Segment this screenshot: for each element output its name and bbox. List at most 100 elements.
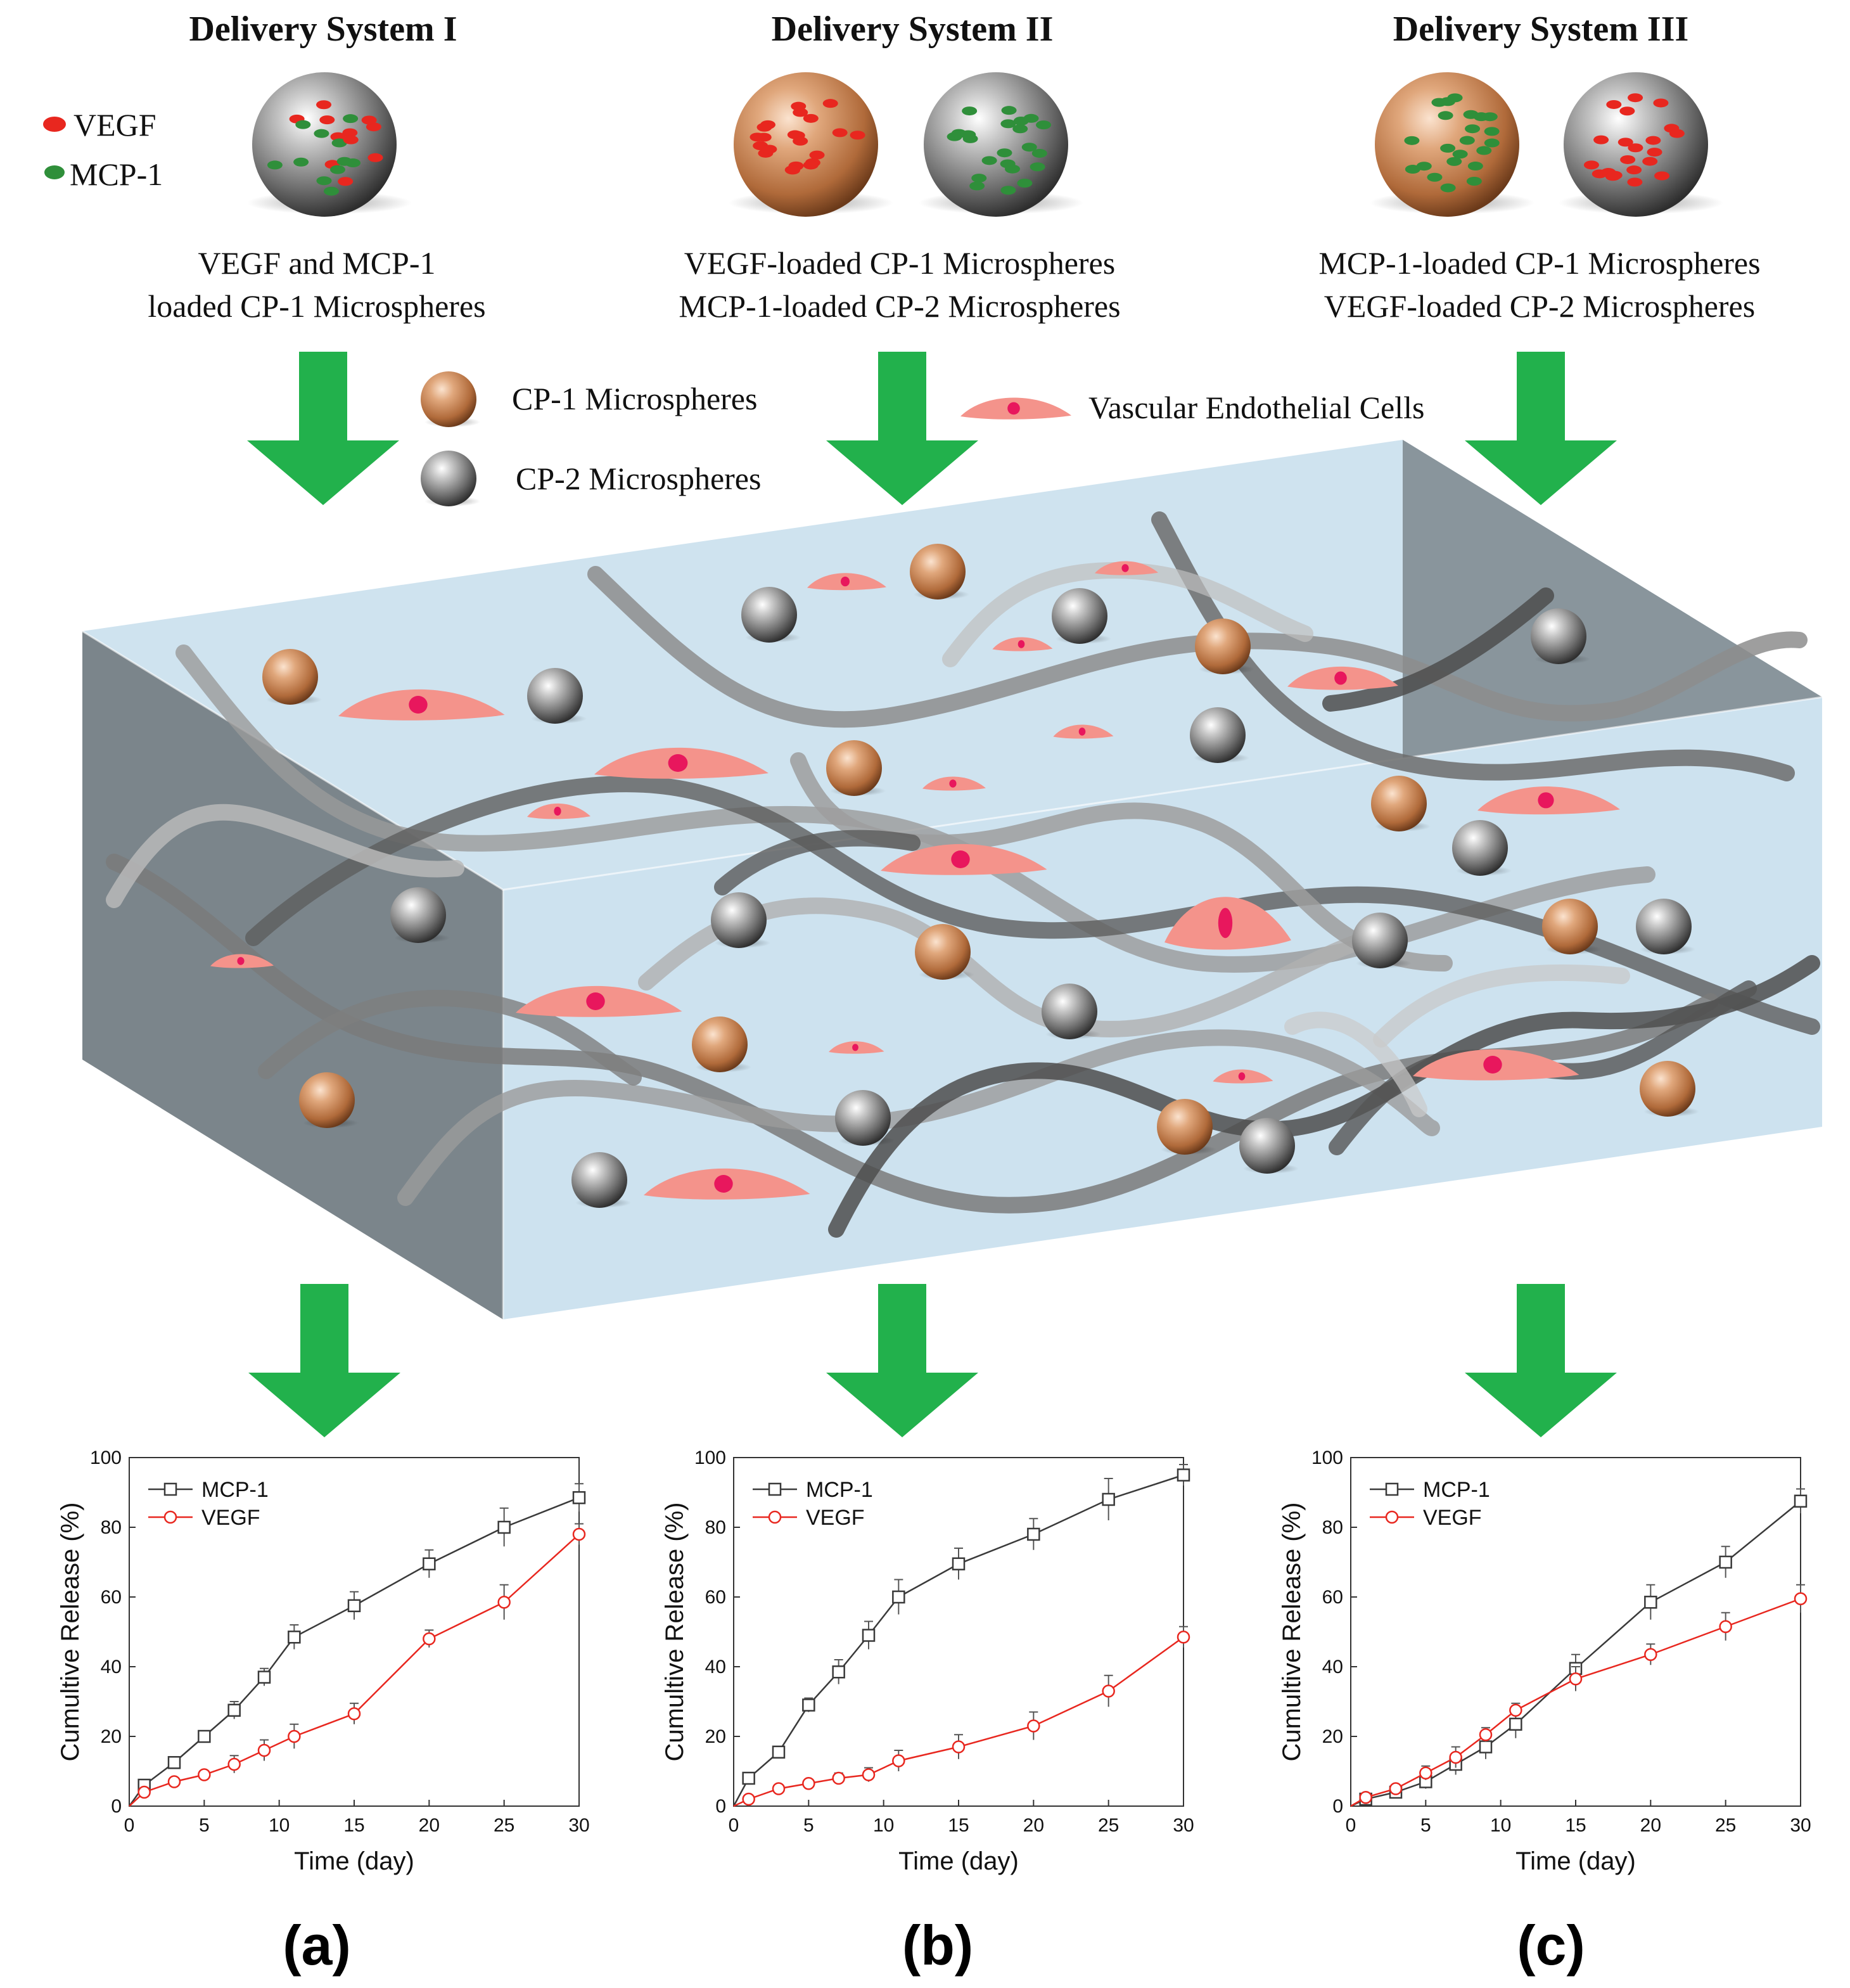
legend-cells-label: Vascular Endothelial Cells bbox=[1088, 390, 1424, 425]
x-axis-label: Time (day) bbox=[898, 1847, 1019, 1875]
data-point-circle bbox=[347, 1707, 361, 1721]
protein-dot-icon bbox=[1030, 162, 1045, 172]
legend-series-label: VEGF bbox=[1423, 1506, 1482, 1530]
data-point-square bbox=[742, 1771, 755, 1785]
arrow-down-icon-bottom-1 bbox=[248, 1284, 400, 1437]
protein-dot-icon bbox=[1647, 148, 1662, 157]
x-tick-label: 10 bbox=[269, 1815, 290, 1836]
x-tick-label: 25 bbox=[1715, 1815, 1736, 1836]
protein-dot-icon bbox=[323, 186, 339, 196]
data-point-square bbox=[1509, 1717, 1522, 1731]
data-point-circle bbox=[1569, 1672, 1583, 1686]
arrow-down-icon-bottom-2 bbox=[826, 1284, 978, 1437]
series-line bbox=[1350, 1500, 1801, 1807]
protein-dot-icon bbox=[295, 120, 311, 129]
x-tick-label: 15 bbox=[948, 1815, 969, 1836]
data-point-circle bbox=[1102, 1684, 1115, 1698]
legend-marker-circle bbox=[1385, 1510, 1399, 1524]
arrow-down-icon-bottom-3 bbox=[1465, 1284, 1617, 1437]
protein-dot-icon bbox=[1626, 165, 1642, 175]
x-tick-label: 20 bbox=[1023, 1815, 1044, 1836]
legend-series-label: MCP-1 bbox=[1423, 1478, 1490, 1502]
y-tick-label: 40 bbox=[1322, 1657, 1343, 1677]
protein-dot-icon bbox=[1645, 136, 1661, 145]
y-tick-label: 60 bbox=[101, 1587, 122, 1608]
protein-dot-icon bbox=[1021, 143, 1037, 152]
y-tick-label: 60 bbox=[705, 1587, 726, 1608]
protein-dot-icon bbox=[809, 150, 825, 160]
protein-dot-icon bbox=[1404, 136, 1420, 145]
protein-dot-icon bbox=[267, 160, 283, 170]
data-point-square bbox=[257, 1671, 271, 1684]
protein-dot-icon bbox=[1593, 135, 1609, 144]
protein-dot-icon bbox=[1654, 171, 1670, 181]
protein-dot-icon bbox=[1669, 129, 1685, 138]
protein-dot-icon bbox=[969, 181, 985, 191]
protein-dot-icon bbox=[1427, 172, 1443, 182]
data-point-circle bbox=[1509, 1703, 1522, 1717]
y-tick-label: 0 bbox=[1332, 1796, 1343, 1817]
data-point-circle bbox=[167, 1775, 181, 1788]
data-point-square bbox=[198, 1729, 211, 1743]
legend-cp2-label: CP-2 Microspheres bbox=[516, 461, 761, 496]
x-tick-label: 10 bbox=[873, 1815, 894, 1836]
series-line bbox=[129, 1534, 580, 1807]
protein-dot-icon bbox=[793, 136, 808, 146]
system-1-line2: loaded CP-1 Microspheres bbox=[148, 288, 485, 324]
data-point-circle bbox=[1389, 1782, 1403, 1795]
protein-dot-icon bbox=[1023, 113, 1039, 123]
data-point-circle bbox=[1449, 1750, 1462, 1764]
legend-series-label: VEGF bbox=[806, 1506, 865, 1530]
data-point-circle bbox=[288, 1729, 301, 1743]
system-2-title: Delivery System II bbox=[772, 10, 1054, 49]
system-1-microsphere bbox=[247, 72, 412, 217]
data-point-circle bbox=[1794, 1592, 1808, 1605]
data-point-square bbox=[1027, 1527, 1040, 1541]
x-tick-label: 0 bbox=[1346, 1815, 1356, 1836]
protein-dot-icon bbox=[1653, 98, 1669, 108]
protein-dot-icon bbox=[960, 130, 976, 139]
y-axis-label: Cumultive Release (%) bbox=[56, 1502, 84, 1761]
x-tick-label: 30 bbox=[1173, 1815, 1194, 1836]
mcp1-dot-icon bbox=[44, 165, 65, 179]
series-line bbox=[1350, 1598, 1801, 1807]
y-tick-label: 80 bbox=[101, 1517, 122, 1538]
data-point-square bbox=[862, 1629, 876, 1642]
protein-dot-icon bbox=[803, 113, 819, 123]
protein-dot-icon bbox=[1440, 143, 1456, 153]
panel-letter-b: (b) bbox=[902, 1914, 973, 1977]
data-point-circle bbox=[257, 1743, 271, 1757]
protein-dot-icon bbox=[1465, 124, 1481, 134]
arrow-down-icon-top-3 bbox=[1465, 352, 1617, 505]
protein-dot-icon bbox=[361, 115, 377, 125]
protein-dot-icon bbox=[850, 131, 865, 140]
y-tick-label: 0 bbox=[715, 1796, 726, 1817]
y-tick-label: 20 bbox=[1322, 1726, 1343, 1747]
protein-dot-icon bbox=[1466, 176, 1482, 186]
x-tick-label: 25 bbox=[494, 1815, 514, 1836]
protein-dot-icon bbox=[791, 101, 807, 111]
arrow-down-icon-top-2 bbox=[826, 352, 978, 505]
protein-dot-icon bbox=[1005, 164, 1021, 174]
protein-dot-icon bbox=[367, 153, 383, 162]
protein-dot-icon bbox=[750, 132, 765, 142]
data-point-square bbox=[1794, 1494, 1808, 1508]
protein-dot-icon bbox=[1628, 93, 1643, 103]
x-tick-label: 5 bbox=[1420, 1815, 1431, 1836]
data-point-circle bbox=[572, 1527, 586, 1541]
system-2-microsphere-cp2 bbox=[919, 72, 1083, 217]
protein-dot-icon bbox=[1000, 186, 1016, 195]
data-point-circle bbox=[952, 1740, 966, 1754]
legend-mcp1-label: MCP-1 bbox=[70, 157, 163, 192]
y-tick-label: 100 bbox=[90, 1447, 122, 1468]
legend-marker-circle bbox=[163, 1510, 177, 1524]
y-tick-label: 20 bbox=[705, 1726, 726, 1747]
protein-dot-icon bbox=[343, 135, 359, 144]
cell-legend-icon bbox=[960, 397, 1071, 420]
y-tick-label: 40 bbox=[101, 1657, 122, 1677]
data-point-square bbox=[772, 1745, 786, 1759]
data-point-circle bbox=[1027, 1719, 1040, 1733]
